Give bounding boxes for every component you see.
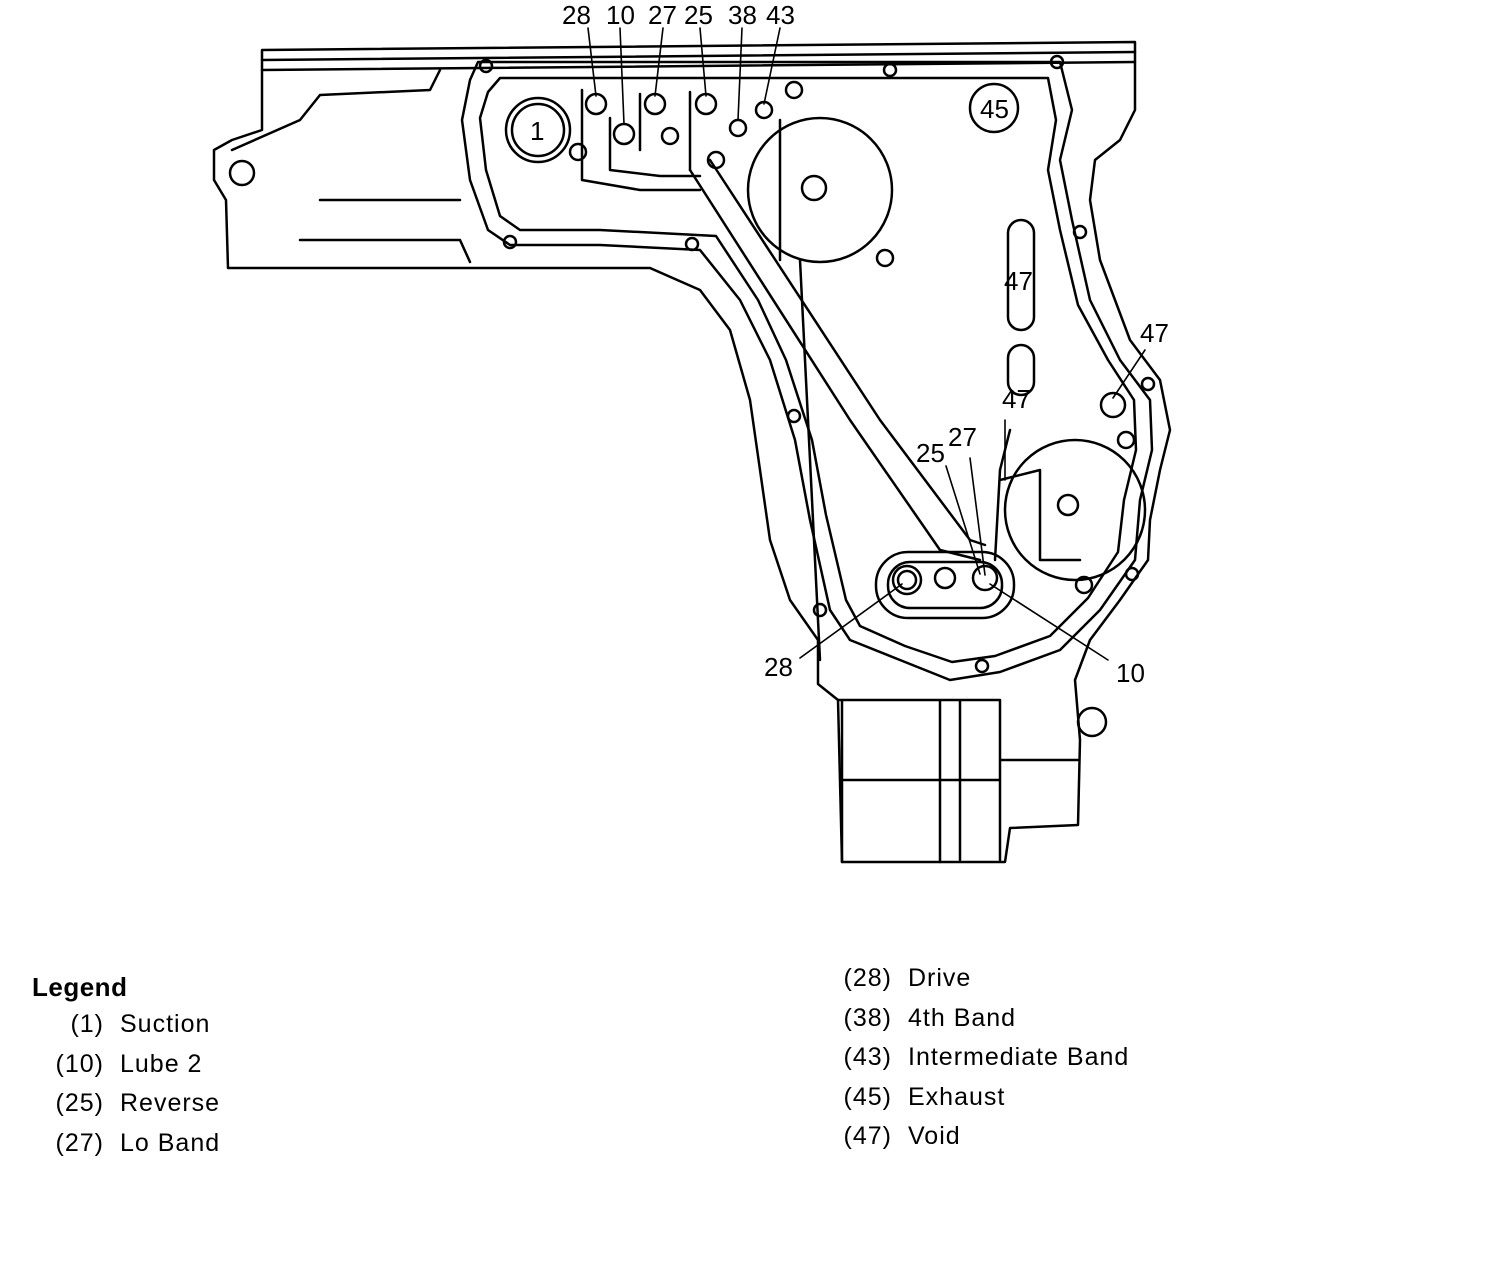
legend-code: (27) bbox=[55, 1128, 104, 1157]
legend-title: Legend bbox=[32, 972, 128, 1002]
callout-void-a: 47 bbox=[1004, 266, 1033, 296]
housing-outline bbox=[212, 40, 1172, 864]
callout-reverse: 25 bbox=[916, 438, 945, 468]
lower-body bbox=[836, 698, 1080, 864]
callout-top-25: 25 bbox=[684, 0, 713, 30]
callout-drive: 28 bbox=[764, 652, 793, 682]
legend-code: (38) bbox=[843, 1003, 892, 1032]
callout-lube: 10 bbox=[1116, 658, 1145, 688]
legend-code: (28) bbox=[843, 964, 892, 992]
port-38 bbox=[728, 118, 748, 138]
port-28-lower bbox=[891, 564, 923, 596]
lower-port-pad bbox=[874, 550, 1016, 620]
legend-item: (43) Intermediate Band bbox=[832, 1043, 1129, 1083]
valve-body-diagram: 28 10 27 25 38 43 1 45 47 47 47 27 25 28… bbox=[212, 0, 1172, 864]
gasket-channel-inner bbox=[478, 76, 1138, 664]
port-27 bbox=[643, 92, 667, 116]
bolt bbox=[1116, 430, 1136, 450]
legend-item: (28) Drive bbox=[832, 964, 1129, 1004]
callout-top-28: 28 bbox=[562, 0, 591, 30]
legend-label: Void bbox=[908, 1122, 961, 1150]
legend-label: Lo Band bbox=[120, 1128, 221, 1157]
suction-port bbox=[510, 102, 566, 158]
valve-lower bbox=[1003, 438, 1147, 582]
legend-item: (10) Lube 2 bbox=[0, 1050, 220, 1090]
callout-suction: 1 bbox=[530, 116, 544, 146]
legend-label: Reverse bbox=[120, 1089, 221, 1117]
gasket-channel bbox=[460, 60, 1154, 682]
callout-lo-band: 27 bbox=[948, 422, 977, 452]
legend-item: (27) Lo Band bbox=[0, 1129, 220, 1169]
bolt bbox=[875, 248, 895, 268]
void-slot bbox=[1006, 343, 1036, 397]
leader-lines bbox=[587, 27, 1146, 661]
legend-code: (45) bbox=[843, 1082, 892, 1111]
legend-item: (47) Void bbox=[832, 1122, 1129, 1162]
port-28 bbox=[584, 92, 608, 116]
void-slot bbox=[1006, 218, 1036, 332]
top-rail bbox=[260, 50, 1137, 72]
port-10-lower bbox=[971, 564, 999, 592]
bolt bbox=[660, 126, 680, 146]
legend-right-column: (28) Drive (38) 4th Band (43) Intermedia… bbox=[832, 964, 1129, 1162]
left-mount-hole bbox=[228, 159, 256, 187]
legend-label: Exhaust bbox=[908, 1082, 1006, 1111]
port-10 bbox=[612, 122, 636, 146]
legend-code: (43) bbox=[843, 1043, 892, 1071]
legend-label: Lube 2 bbox=[120, 1049, 203, 1078]
callout-void-b: 47 bbox=[1140, 318, 1169, 348]
bolt bbox=[568, 142, 588, 162]
bolt bbox=[896, 569, 918, 591]
legend-item: (38) 4th Band bbox=[832, 1004, 1129, 1044]
bolt bbox=[1074, 575, 1094, 595]
legend-label: Suction bbox=[120, 1010, 211, 1038]
legend-item: (25) Reverse bbox=[0, 1089, 220, 1129]
callout-top-43: 43 bbox=[766, 0, 795, 30]
legend-item: (1) Suction bbox=[0, 1010, 220, 1050]
legend-left-column: (1) Suction (10) Lube 2 (25) Reverse (27… bbox=[0, 1010, 220, 1168]
legend-item: (45) Exhaust bbox=[832, 1083, 1129, 1123]
port-mid-lower bbox=[933, 566, 957, 590]
legend-label: Intermediate Band bbox=[908, 1043, 1130, 1071]
legend-code: (10) bbox=[55, 1049, 104, 1078]
callout-top-10: 10 bbox=[606, 0, 635, 30]
callout-void-c: 47 bbox=[1002, 384, 1031, 414]
callout-exhaust: 45 bbox=[980, 94, 1009, 124]
legend-code: (47) bbox=[843, 1122, 892, 1150]
left-bracket bbox=[230, 68, 472, 264]
exhaust-port bbox=[968, 82, 1020, 134]
legend-label: Drive bbox=[908, 964, 972, 992]
callout-top-38: 38 bbox=[728, 0, 757, 30]
callout-top-27: 27 bbox=[648, 0, 677, 30]
valve-upper bbox=[746, 116, 894, 264]
legend-code: (1) bbox=[70, 1010, 104, 1038]
void-hole bbox=[1099, 391, 1127, 419]
legend-code: (25) bbox=[55, 1089, 104, 1117]
bolt bbox=[784, 80, 804, 100]
lower-mount-hole bbox=[1076, 706, 1108, 738]
port-25 bbox=[694, 92, 718, 116]
legend-label: 4th Band bbox=[908, 1003, 1017, 1032]
